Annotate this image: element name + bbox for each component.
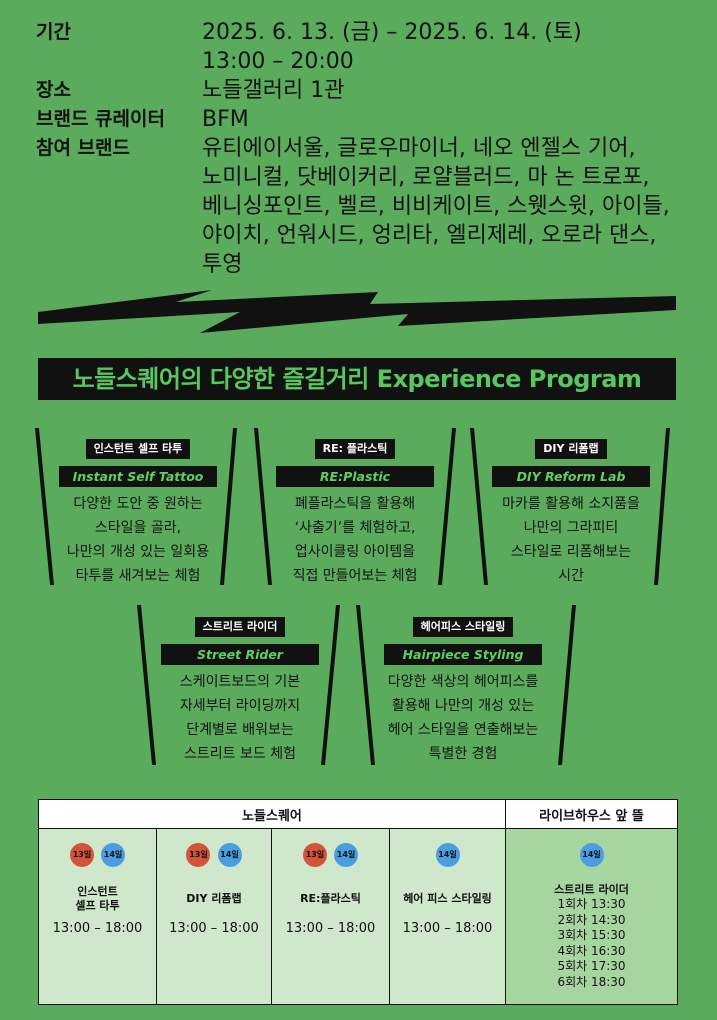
program-description: 마카를 활용해 소지품을 나만의 그라피티 스타일로 리폼해보는 시간	[502, 496, 640, 584]
schedule-table: 노들스퀘어 라이브하우스 앞 뜰 13일 14일 인스턴트 셀프 타투 13:0…	[38, 799, 678, 1005]
place-label: 장소	[36, 79, 71, 101]
brands-line: 노미니컬, 닷베이커리, 로얄블러드, 마 논 트로포,	[202, 165, 650, 190]
schedule-program-name: RE:플라스틱	[300, 892, 361, 905]
program-title-en: RE:Plastic	[276, 466, 434, 487]
schedule-header-livehouse: 라이브하우스 앞 뜰	[505, 799, 678, 829]
program-title-en: Hairpiece Styling	[384, 644, 542, 665]
program-title-kr: 스트리트 라이더	[194, 617, 286, 637]
program-title-kr: DIY 리폼랩	[535, 439, 607, 459]
period-hours: 13:00 – 20:00	[202, 49, 354, 74]
schedule-program-name: DIY 리폼랩	[186, 892, 242, 905]
day-14-badge: 14일	[435, 843, 460, 867]
place-row: 장소 노들갤러리 1관	[36, 76, 696, 105]
schedule-program-name: 스트리트 라이더	[554, 883, 629, 896]
day-14-badge: 14일	[334, 843, 359, 867]
session-item: 6회차 18:30	[557, 974, 626, 989]
zigzag-divider	[38, 290, 676, 333]
brands-line: 베니싱포인트, 벨르, 비비케이트, 스웻스윗, 아이들,	[202, 194, 670, 219]
event-info: 기간 2025. 6. 13. (금) – 2025. 6. 14. (토) 1…	[36, 18, 696, 279]
schedule-time: 13:00 – 18:00	[402, 921, 493, 936]
brands-label: 참여 브랜드	[36, 137, 131, 159]
schedule-header-nodeul-square: 노들스퀘어	[38, 799, 506, 829]
period-row: 기간 2025. 6. 13. (금) – 2025. 6. 14. (토) 1…	[36, 18, 696, 76]
session-list: 1회차 13:30 2회차 14:30 3회차 15:30 4회차 16:30 …	[506, 897, 677, 990]
schedule-cell-street-rider: 14일 스트리트 라이더 1회차 13:30 2회차 14:30 3회차 15:…	[505, 828, 678, 1005]
day-13-badge: 13일	[69, 843, 94, 867]
day-14-badge: 14일	[217, 843, 242, 867]
program-title-kr: 인스턴트 셀프 타투	[85, 439, 191, 459]
program-diy-reform-lab: DIY 리폼랩 DIY Reform Lab 마카를 활용해 소지품을 나만의 …	[471, 437, 671, 588]
session-item: 2회차 14:30	[557, 912, 626, 927]
period-dates: 2025. 6. 13. (금) – 2025. 6. 14. (토)	[202, 20, 582, 45]
program-title-kr: 헤어피스 스타일링	[412, 617, 514, 637]
day-13-badge: 13일	[302, 843, 327, 867]
day-13-badge: 13일	[186, 843, 211, 867]
program-title-en: Instant Self Tattoo	[59, 466, 217, 487]
session-item: 1회차 13:30	[557, 897, 626, 911]
schedule-cell-re-plastic: 13일 14일 RE:플라스틱 13:00 – 18:00	[271, 828, 390, 1005]
program-description: 다양한 색상의 헤어피스를 활용해 나만의 개성 있는 헤어 스타일을 연출해보…	[387, 674, 539, 762]
schedule-cell-diy-reform: 13일 14일 DIY 리폼랩 13:00 – 18:00	[156, 828, 272, 1005]
brands-row: 참여 브랜드 유티에이서울, 글로우마이너, 네오 엔젤스 기어, 노미니컬, …	[36, 134, 696, 279]
program-description: 폐플라스틱을 활용해 ‘사출기’를 체험하고, 업사이클링 아이템을 직접 만들…	[292, 496, 418, 584]
day-14-badge: 14일	[579, 843, 604, 867]
program-title-en: DIY Reform Lab	[492, 466, 650, 487]
schedule-cell-self-tattoo: 13일 14일 인스턴트 셀프 타투 13:00 – 18:00	[38, 828, 157, 1005]
brands-line: 투영	[202, 252, 243, 277]
program-re-plastic: RE: 플라스틱 RE:Plastic 폐플라스틱을 활용해 ‘사출기’를 체험…	[255, 437, 455, 588]
schedule-cell-hairpiece: 14일 헤어 피스 스타일링 13:00 – 18:00	[389, 828, 506, 1005]
schedule-time: 13:00 – 18:00	[169, 921, 259, 936]
schedule-time: 13:00 – 18:00	[52, 921, 143, 936]
period-label: 기간	[36, 21, 71, 43]
day-14-badge: 14일	[101, 843, 126, 867]
schedule-time: 13:00 – 18:00	[285, 921, 376, 936]
brands-line: 유티에이서울, 글로우마이너, 네오 엔젤스 기어,	[202, 136, 636, 161]
schedule-program-name: 인스턴트 셀프 타투	[75, 885, 120, 912]
curator-row: 브랜드 큐레이터 BFM	[36, 105, 696, 134]
session-item: 5회차 17:30	[557, 959, 626, 973]
schedule-program-name: 헤어 피스 스타일링	[403, 892, 492, 905]
curator-label: 브랜드 큐레이터	[36, 108, 165, 130]
decorative-bars	[35, 428, 670, 765]
place-value: 노들갤러리 1관	[202, 78, 345, 103]
program-instant-self-tattoo: 인스턴트 셀프 타투 Instant Self Tattoo 다양한 도안 중 …	[38, 437, 238, 588]
session-item: 3회차 15:30	[557, 928, 626, 942]
program-title-en: Street Rider	[161, 644, 319, 665]
program-hairpiece-styling: 헤어피스 스타일링 Hairpiece Styling 다양한 색상의 헤어피스…	[363, 615, 563, 766]
program-street-rider: 스트리트 라이더 Street Rider 스케이트보드의 기본 자세부터 라이…	[140, 615, 340, 766]
program-title-kr: RE: 플라스틱	[314, 439, 396, 459]
curator-value: BFM	[202, 107, 249, 132]
program-description: 다양한 도안 중 원하는 스타일을 골라, 나만의 개성 있는 일회용 타투를 …	[66, 496, 210, 584]
program-banner: 노들스퀘어의 다양한 즐길거리 Experience Program	[38, 358, 676, 400]
brands-line: 야이치, 언워시드, 엉리타, 엘리제레, 오로라 댄스,	[202, 223, 657, 248]
session-item: 4회차 16:30	[557, 943, 626, 958]
program-description: 스케이트보드의 기본 자세부터 라이딩까지 단계별로 배워보는 스트리트 보드 …	[179, 674, 301, 762]
